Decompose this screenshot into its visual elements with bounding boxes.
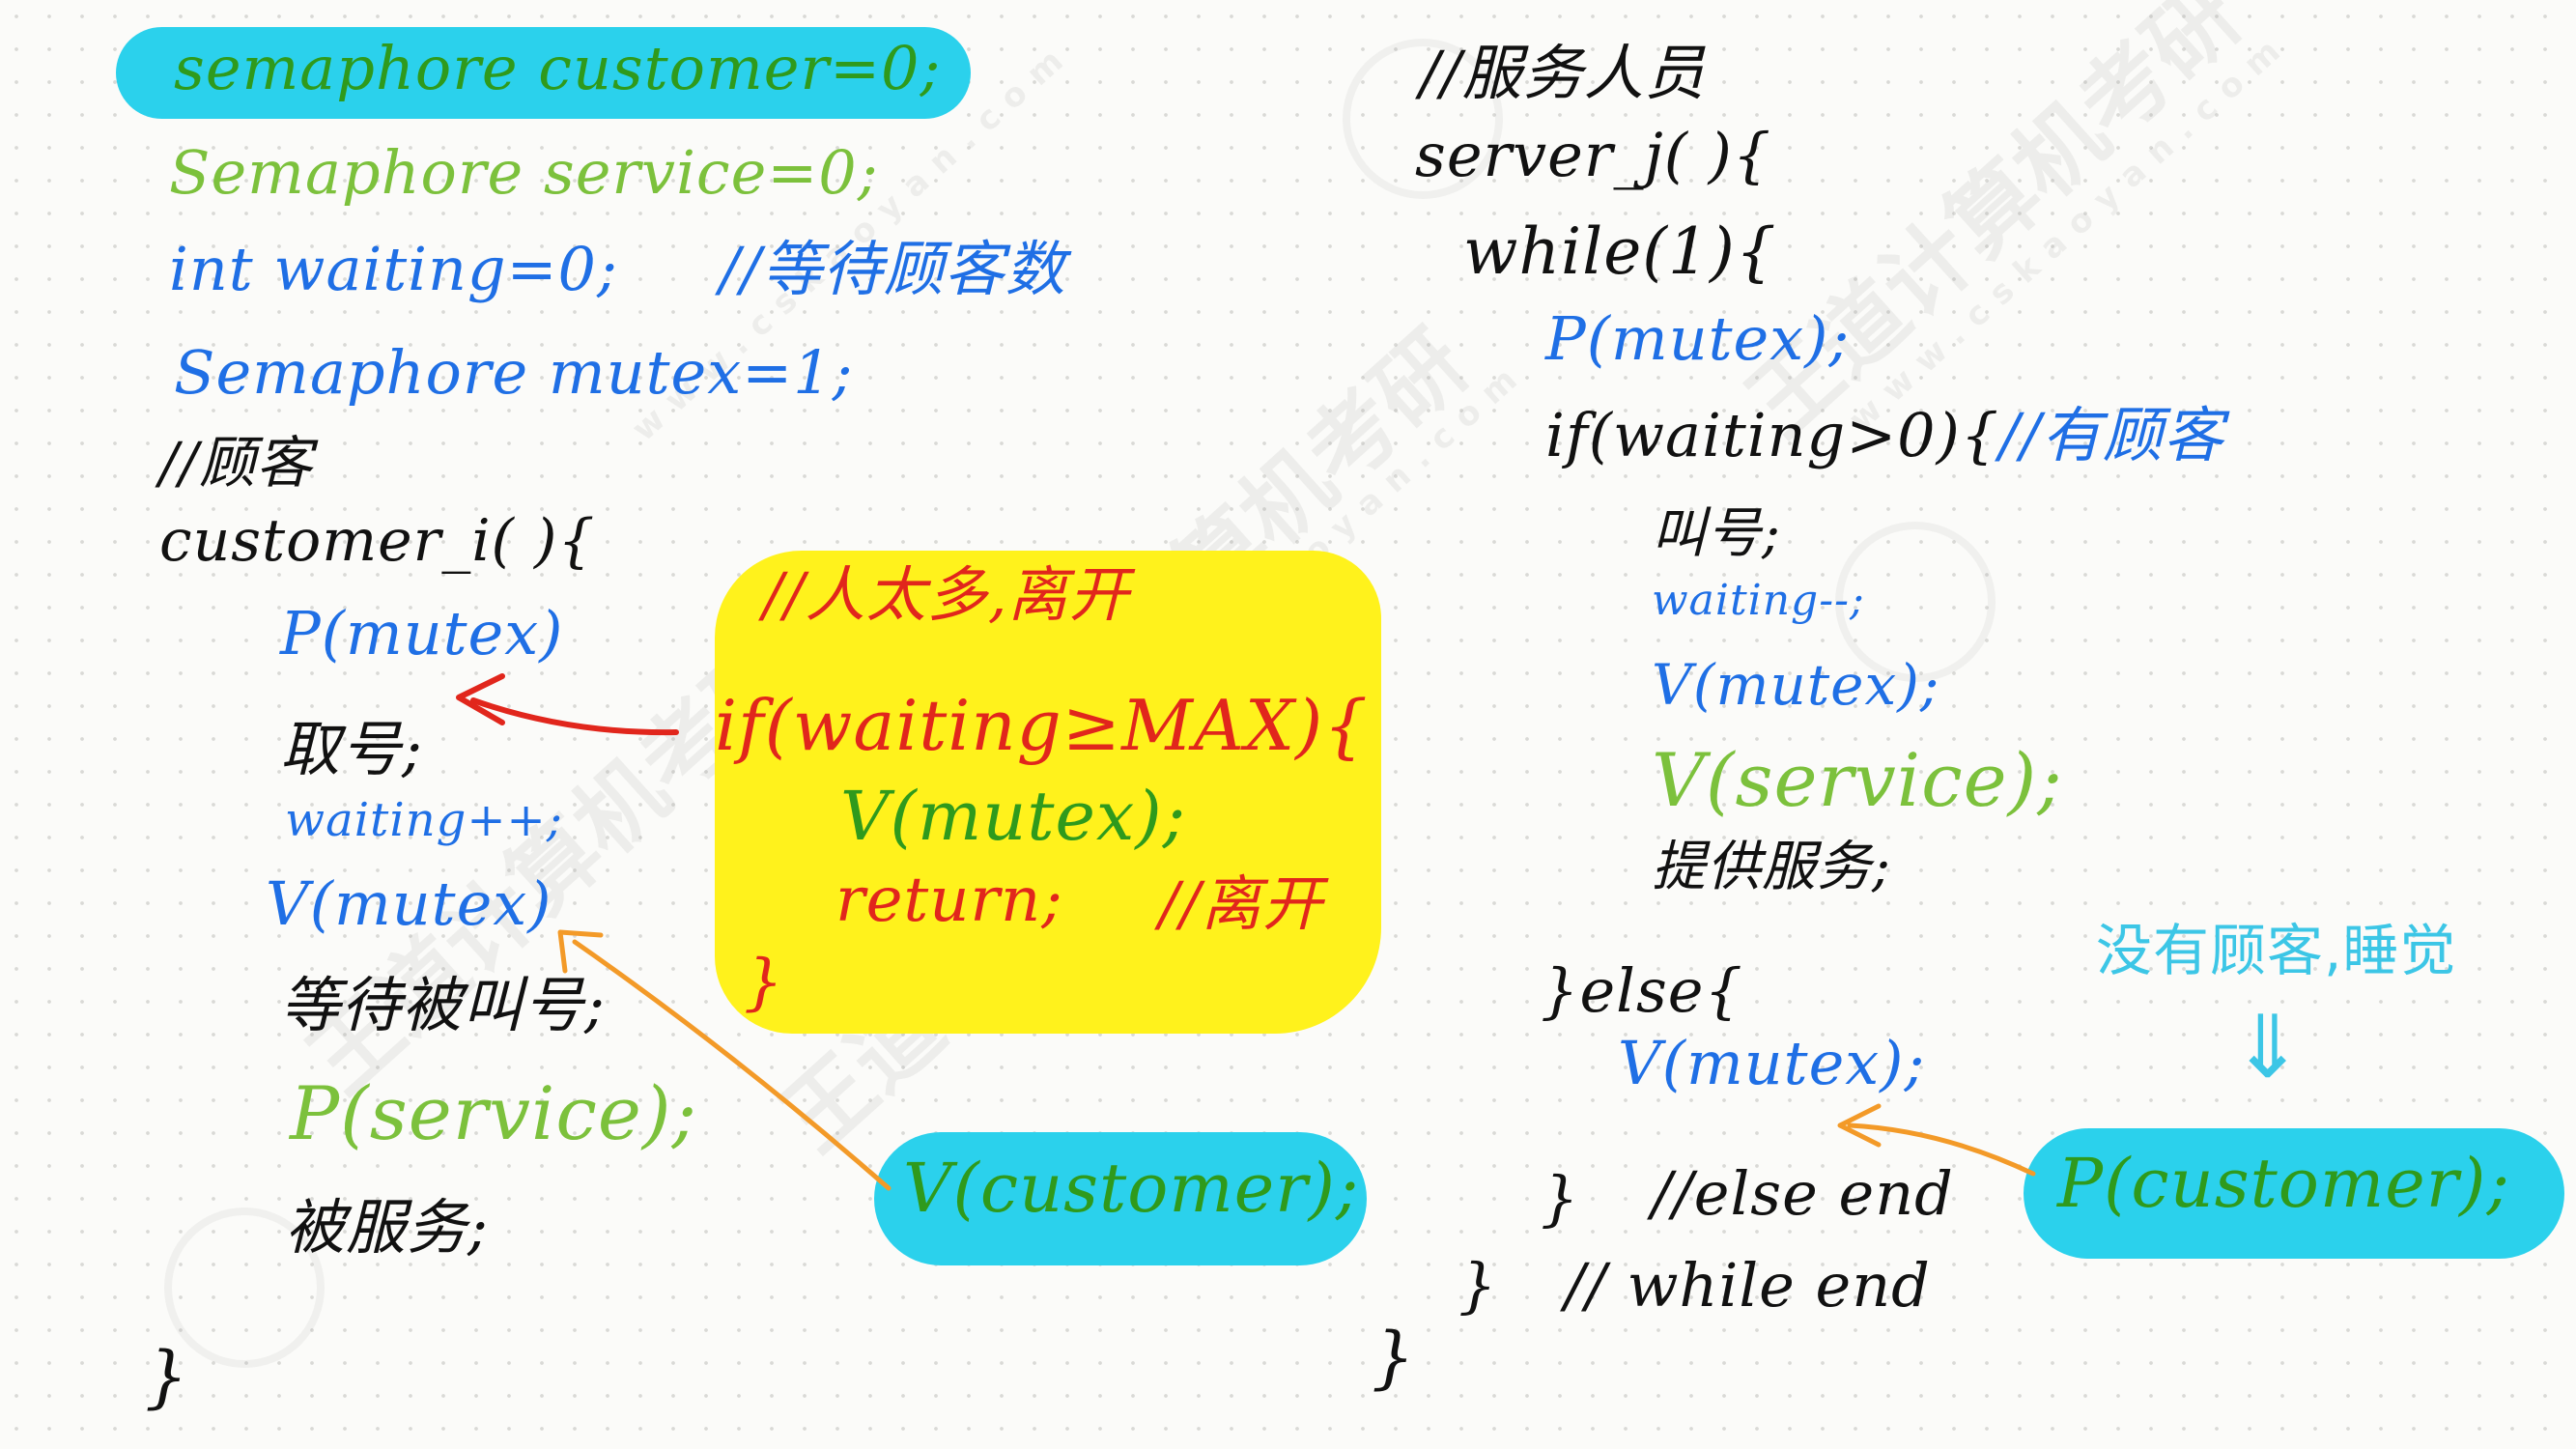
int-waiting-line: int waiting=0; [169,234,618,304]
highlight-v-customer [874,1132,1367,1265]
highlight-semaphore-customer [116,27,971,119]
wait-called-line: 等待被叫号; [280,970,606,1040]
watermark-seal-1 [1343,39,1503,199]
waiting-comment: //等待顾客数 [720,234,1066,304]
customer-func-header: customer_i( ){ [159,507,596,575]
return-comment: //离开 [1159,868,1323,939]
be-served-line: 被服务; [285,1192,489,1263]
take-number-line: 取号; [280,714,423,784]
no-customer-sleep-note: 没有顾客,睡觉 [2096,918,2457,983]
else-line: }else{ [1541,955,1743,1026]
return-line: return; [835,865,1063,936]
call-number-line: 叫号; [1652,502,1781,565]
arrow-v-customer-to-v-mutex-head [557,929,604,974]
server-comment: //服务人员 [1420,38,1706,108]
arrow-p-customer-to-else-v-mutex [1847,1122,2036,1177]
while-end-comment: // while end [1565,1250,1931,1321]
server-func-close-brace: } [1372,1318,1416,1397]
p-customer-line: P(customer); [2057,1144,2511,1223]
arrow-insert-to-take-number [470,697,679,736]
if-comment: //有顾客 [1999,400,2224,470]
sem-customer-line: semaphore customer=0; [174,33,942,103]
v-service-line: V(service); [1652,737,2063,823]
left-p-mutex: P(mutex) [280,598,564,668]
left-v-mutex: V(mutex) [266,868,552,939]
highlight-p-customer [2024,1128,2564,1259]
else-v-mutex: V(mutex); [1618,1028,1926,1098]
watermark-seal-2 [1835,522,1996,682]
right-v-mutex: V(mutex); [1652,652,1940,718]
p-service-line: P(service); [290,1070,698,1156]
right-p-mutex: P(mutex); [1545,303,1851,374]
waiting-increment-line: waiting++; [285,793,563,847]
server-func-header: server_j( ){ [1415,120,1772,190]
sem-service-line: Semaphore service=0; [169,137,879,208]
arrow-insert-to-take-number-head [456,673,505,725]
customer-func-close-brace: } [145,1337,189,1416]
arrow-p-customer-to-else-v-mutex-head [1837,1103,1882,1148]
if-waiting-zero-line: if(waiting>0){ [1545,400,2000,470]
while-line: while(1){ [1463,214,1777,289]
arrow-v-customer-to-v-mutex [572,939,892,1191]
while-end-brace: } [1458,1250,1498,1321]
down-arrow-icon: ⇓ [2231,997,2306,1098]
too-many-comment: //人太多,离开 [763,559,1130,630]
v-customer-line: V(customer); [903,1149,1360,1228]
else-end-brace: } [1541,1163,1580,1234]
watermark-seal-3 [164,1208,325,1368]
if-waiting-max-line: if(waiting≥MAX){ [715,685,1369,766]
customer-comment: //顾客 [159,430,314,496]
sem-mutex-line: Semaphore mutex=1; [174,337,854,408]
provide-service-line: 提供服务; [1652,836,1891,898]
insert-close-brace: } [744,947,784,1018]
insert-v-mutex: V(mutex); [840,777,1187,856]
highlight-too-many-block [715,551,1381,1034]
waiting-decrement-line: waiting--; [1652,576,1865,625]
else-end-comment: //else end [1652,1158,1954,1229]
